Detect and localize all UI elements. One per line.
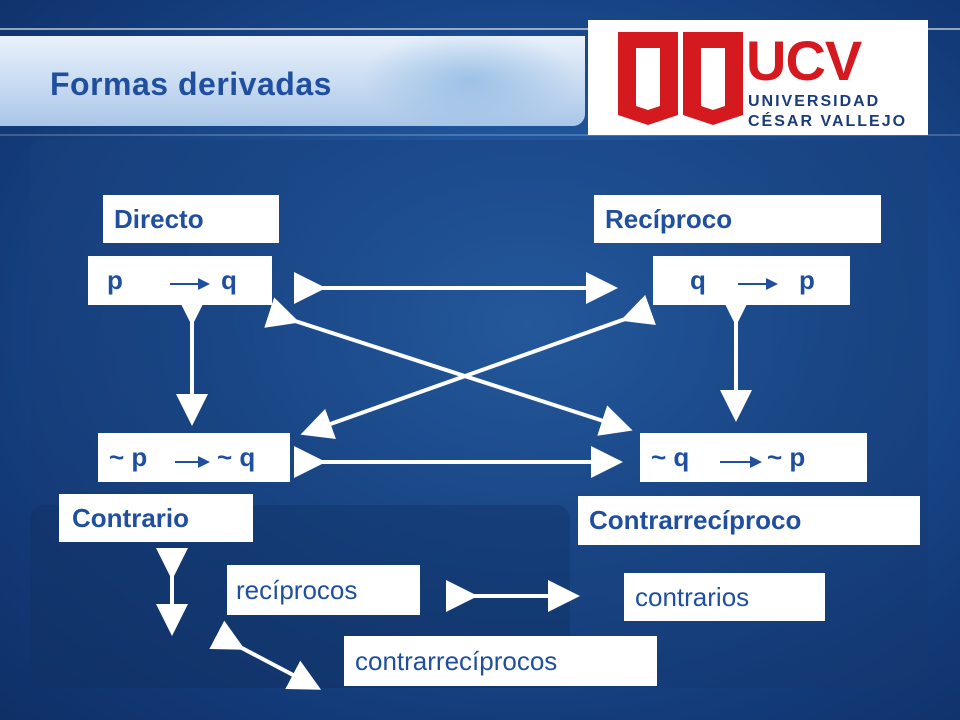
label-directo: Directo <box>103 195 279 243</box>
formula-contrario-left: ~ p <box>109 442 148 472</box>
formula-contrarreciproco-right: ~ p <box>767 442 806 472</box>
legend-contrarreciprocos: contrarrecíprocos <box>344 636 657 686</box>
formula-reciproco-right: p <box>799 265 815 295</box>
legend-double-arrow-icon <box>209 620 322 690</box>
header-stripe-bottom <box>0 134 960 136</box>
legend-reciprocos: recíprocos <box>227 565 420 615</box>
logo-acronym: UCV <box>746 29 862 92</box>
logo-university-line: UNIVERSIDAD <box>748 93 881 110</box>
label-contrarreciproco: Contrarrecíproco <box>578 496 920 545</box>
page-title: Formas derivadas <box>50 66 332 102</box>
formula-reciproco-left: q <box>690 265 706 295</box>
formula-directo-left: p <box>107 265 123 295</box>
label-reciproco: Recíproco <box>594 195 881 243</box>
legend-contrarios: contrarios <box>624 573 825 621</box>
university-logo: UCV UNIVERSIDAD CÉSAR VALLEJO <box>588 20 928 135</box>
label-contrario: Contrario <box>59 494 253 542</box>
formula-contrario-right: ~ q <box>217 442 256 472</box>
molecule-decoration <box>360 30 580 130</box>
formula-directo-right: q <box>221 265 237 295</box>
logo-name-line: CÉSAR VALLEJO <box>748 113 908 130</box>
ucv-shield-icon <box>618 32 743 125</box>
double-arrow-icon <box>300 294 656 440</box>
formula-contrarreciproco-left: ~ q <box>651 442 690 472</box>
formula-contrario: ~ p ~ q <box>98 433 290 482</box>
header-stripe-top <box>0 28 960 30</box>
